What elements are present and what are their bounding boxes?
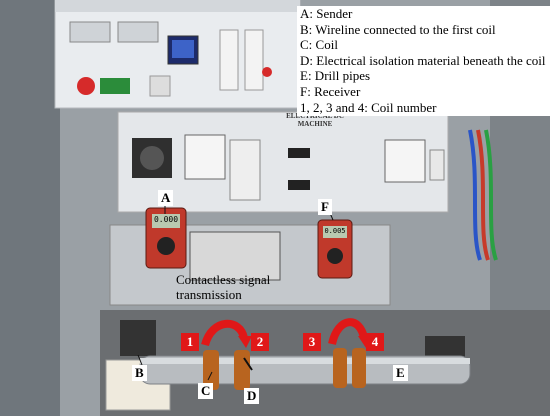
label-d: D [244, 388, 260, 404]
label-a: A [158, 190, 174, 206]
legend-item-a: A: Sender [300, 6, 353, 21]
coil-number-1: 1 [181, 333, 199, 351]
label-f: F [318, 199, 332, 215]
machine-label: ELECTRICAL DC MACHINE [286, 112, 344, 128]
legend-item-coil-numbers: 1, 2, 3 and 4: Coil number [300, 99, 437, 115]
label-c: C [198, 383, 214, 399]
legend-item-c: C: Coil [300, 37, 338, 53]
coil-number-3: 3 [303, 333, 321, 351]
meter-f-reading: 0.005 [324, 227, 346, 235]
label-b: B [132, 365, 147, 381]
transmission-caption: Contactless signal transmission [176, 272, 271, 302]
legend-item-e: E: Drill pipes [300, 68, 371, 84]
coil-number-2: 2 [251, 333, 269, 351]
legend-item-f: F: Receiver [300, 83, 361, 99]
legend-item-b: B: Wireline connected to the first coil [300, 21, 496, 37]
label-e: E [393, 365, 408, 381]
meter-a-reading: 0.000 [153, 215, 179, 224]
legend-box: A: Sender B: Wireline connected to the f… [297, 6, 550, 116]
legend-item-d: D: Electrical isolation material beneath… [300, 52, 546, 68]
coil-number-4: 4 [366, 333, 384, 351]
